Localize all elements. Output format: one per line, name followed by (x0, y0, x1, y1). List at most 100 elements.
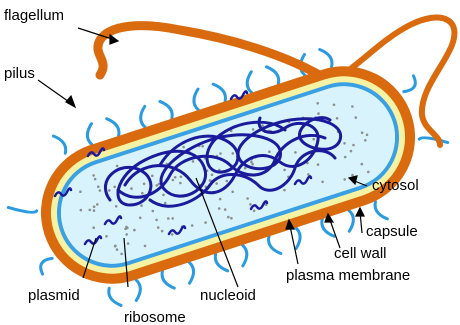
ribosome-dot (192, 160, 195, 163)
ribosome-dot (133, 229, 136, 232)
ribosome-dot (89, 209, 92, 212)
flagellum-strand (98, 26, 335, 85)
ribosome-dot (366, 134, 369, 137)
ribosome-dot (251, 163, 254, 166)
ribosome-dot (211, 173, 214, 176)
ribosome-dot (105, 235, 108, 238)
ribosome-dot (180, 176, 183, 179)
ribosome-dot (249, 203, 252, 206)
ribosome-dot (141, 192, 144, 195)
ribosome-dot (94, 178, 97, 181)
ribosome-dot (367, 171, 370, 174)
ribosome-dot (161, 230, 164, 233)
ribosome-dot (155, 184, 158, 187)
pilus-strand (160, 101, 172, 118)
ribosome-dot (294, 151, 297, 154)
label-ribosome: ribosome (124, 309, 186, 325)
pilus-strand (242, 245, 247, 266)
ribosome-dot (231, 191, 234, 194)
ribosome-dot (139, 217, 142, 220)
ribosome-dot (116, 165, 119, 168)
ribosome-dot (215, 182, 218, 185)
ribosome-dot (116, 248, 119, 251)
ribosome-dot (355, 116, 358, 119)
pilus-strand (266, 67, 278, 84)
ribosome-dot (79, 190, 82, 193)
ribosome-dot (96, 203, 99, 206)
ribosome-dot (343, 142, 346, 145)
pilus-strand (269, 236, 281, 253)
ribosome-dot (209, 179, 212, 182)
ribosome-dot (312, 138, 315, 141)
pilus-strand (247, 72, 252, 93)
ribosome-dot (182, 146, 185, 149)
ribosome-dot (167, 217, 170, 220)
pilus-strand (136, 280, 141, 301)
pilus-strand (87, 124, 92, 145)
ribosome-dot (321, 181, 324, 184)
ribosome-dot (191, 224, 194, 227)
ribosome-dot (152, 210, 155, 213)
ribosome-dot (224, 208, 227, 211)
ribosome-dot (317, 163, 320, 166)
label-plasmid: plasmid (28, 287, 80, 304)
ribosome-dot (283, 189, 286, 192)
ribosome-dot (232, 152, 235, 155)
label-pilus: pilus (4, 65, 35, 82)
ribosome-dot (127, 242, 130, 245)
ribosome-dot (350, 150, 353, 153)
pilus-strand (375, 202, 387, 219)
pilus-strand (194, 89, 199, 110)
ribosome-dot (343, 178, 346, 181)
label-cell-wall: cell wall (334, 245, 387, 262)
ribosome-dot (114, 245, 117, 248)
label-flagellum: flagellum (4, 7, 64, 24)
ribosome-dot (140, 204, 143, 207)
ribosome-dot (171, 217, 174, 220)
ribosome-dot (80, 209, 83, 212)
ribosome-dot (179, 182, 182, 185)
ribosome-dot (125, 226, 128, 229)
ribosome-dot (93, 205, 96, 208)
ribosome-dot (317, 112, 320, 115)
ribosome-dot (333, 104, 336, 107)
pilus-strand (8, 207, 36, 212)
ribosome-dot (219, 198, 222, 201)
ribosome-dot (344, 156, 347, 159)
ribosome-dot (174, 176, 177, 179)
ribosome-dot (244, 167, 247, 170)
ribosome-dot (130, 187, 133, 190)
pilus-strand (41, 258, 52, 274)
ribosome-dot (144, 245, 147, 248)
ribosome-dot (157, 226, 160, 229)
pilus-strand (404, 76, 415, 92)
ribosome-dot (99, 189, 102, 192)
ribosome-dot (352, 144, 355, 147)
ribosome-dot (162, 194, 165, 197)
ribosome-dot (246, 197, 249, 200)
label-cytosol: cytosol (372, 177, 419, 194)
ribosome-dot (113, 186, 116, 189)
ribosome-dot (219, 152, 222, 155)
ribosome-dot (268, 150, 271, 153)
ribosome-dot (93, 209, 96, 212)
ribosome-dot (115, 205, 118, 208)
ribosome-dot (253, 210, 256, 213)
pilus-strand (419, 138, 447, 143)
ribosome-dot (155, 219, 158, 222)
pilus-strand (349, 210, 354, 231)
pilus-strand (107, 119, 119, 136)
pilus-strand (189, 262, 194, 283)
label-plasma-membrane: plasma membrane (286, 267, 410, 284)
ribosome-dot (97, 185, 100, 188)
pilus-strand (296, 228, 301, 249)
ribosome-dot (226, 180, 229, 183)
ribosome-dot (230, 217, 233, 220)
ribosome-dot (92, 174, 95, 177)
pilus-strand (162, 271, 174, 288)
ribosome-dot (125, 233, 128, 236)
ribosome-dot (227, 216, 230, 219)
ribosome-dot (92, 226, 95, 229)
pilus-strand (109, 288, 121, 305)
